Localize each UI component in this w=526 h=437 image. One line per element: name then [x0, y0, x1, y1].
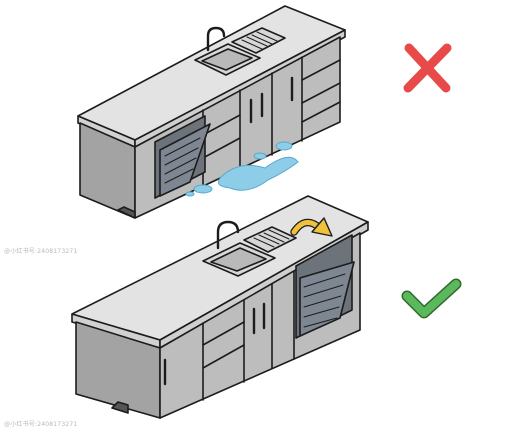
watermark-top: @小红书号:2408173271: [4, 248, 78, 255]
watermark-bottom: @小红书号:2408173271: [4, 421, 78, 428]
sink-bowl: [210, 247, 267, 272]
faucet: [216, 220, 240, 250]
countertop-side-edge: [159, 221, 369, 349]
dishwasher-door-open: [299, 261, 355, 337]
drainboard: [231, 27, 286, 54]
green-check-icon: [401, 278, 462, 319]
water-puddle: [185, 141, 299, 197]
move-arrow-icon: [290, 217, 333, 237]
dishwasher-door-open: [159, 123, 211, 197]
red-cross-icon: [403, 43, 452, 93]
wrong-kitchen-counter: [77, 5, 346, 219]
countertop-side-edge: [134, 29, 346, 148]
faucet: [206, 26, 226, 52]
sink-bowl: [201, 48, 253, 71]
